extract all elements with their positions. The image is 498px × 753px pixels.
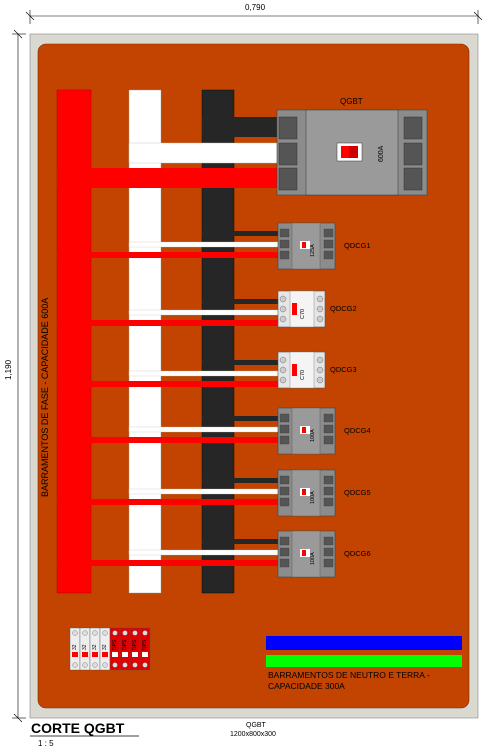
breaker-name-2: QDCG2	[330, 304, 357, 313]
drawing-title: CORTE QGBT	[31, 720, 125, 736]
small-breaker-label-7: DPS	[132, 639, 138, 650]
height-dimension-label: 1,190	[4, 359, 13, 380]
circuit-row-6	[57, 530, 336, 578]
breaker-name-4: QDCG4	[344, 426, 371, 435]
circuit-row-5	[57, 469, 336, 517]
breaker-rating-2: C70	[300, 308, 306, 319]
circuit-row-4	[57, 407, 336, 455]
breaker-rating-4: 100A	[310, 429, 316, 442]
small-breaker-label-4: 32	[102, 644, 108, 650]
circuit-row-1	[57, 222, 336, 270]
width-dimension-label: 0,790	[245, 3, 266, 12]
small-breaker-label-5: DPS	[112, 639, 118, 650]
main-breaker-rating: 600A	[378, 145, 385, 162]
small-breaker-label-1: 32	[72, 644, 78, 650]
drawing-scale: 1 : 5	[38, 739, 54, 748]
breaker-name-3: QDCG3	[330, 365, 357, 374]
breaker-rating-1: 125A	[310, 244, 316, 257]
small-breaker-label-8: DPS	[142, 639, 148, 650]
small-breaker-label-3: 32	[92, 644, 98, 650]
small-breaker-8	[139, 627, 151, 671]
dimension-lines	[12, 10, 483, 723]
small-breaker-5	[109, 627, 121, 671]
breaker-rating-6: 100A	[310, 552, 316, 565]
phase-busbar	[56, 89, 92, 594]
small-breaker-label-6: DPS	[122, 639, 128, 650]
phase-busbar-label: BARRAMENTOS DE FASE - CAPACIDADE 600A	[40, 297, 50, 497]
breaker-name-1: QDCG1	[344, 241, 371, 250]
breaker-name-5: QDCG5	[344, 488, 371, 497]
circuit-rows	[57, 222, 336, 578]
small-breaker-strip	[69, 627, 151, 671]
footer-center-line2: 1200x800x300	[230, 731, 276, 738]
earth-busbar	[201, 89, 235, 594]
circuit-row-3	[57, 351, 326, 389]
neutral-bus-horizontal	[266, 636, 462, 650]
breaker-name-6: QDCG6	[344, 549, 371, 558]
breaker-rating-3: C70	[300, 369, 306, 380]
main-feed-neutral	[128, 142, 278, 164]
main-breaker	[276, 109, 428, 196]
main-feed-phase	[57, 168, 277, 188]
earth-bus-horizontal	[266, 655, 462, 667]
breaker-rating-5: 100A	[310, 491, 316, 504]
main-feed-earth	[202, 117, 277, 137]
small-breaker-label-2: 32	[82, 644, 88, 650]
neutral-busbar	[128, 89, 162, 594]
main-breaker-label: QGBT	[340, 97, 363, 106]
footer-center-line1: QGBT	[246, 722, 266, 729]
small-breaker-3	[89, 627, 101, 671]
neutral-earth-label-line1: BARRAMENTOS DE NEUTRO E TERRA -	[268, 670, 430, 680]
neutral-earth-label-line2: CAPACIDADE 300A	[268, 681, 345, 691]
circuit-row-2	[57, 290, 326, 328]
